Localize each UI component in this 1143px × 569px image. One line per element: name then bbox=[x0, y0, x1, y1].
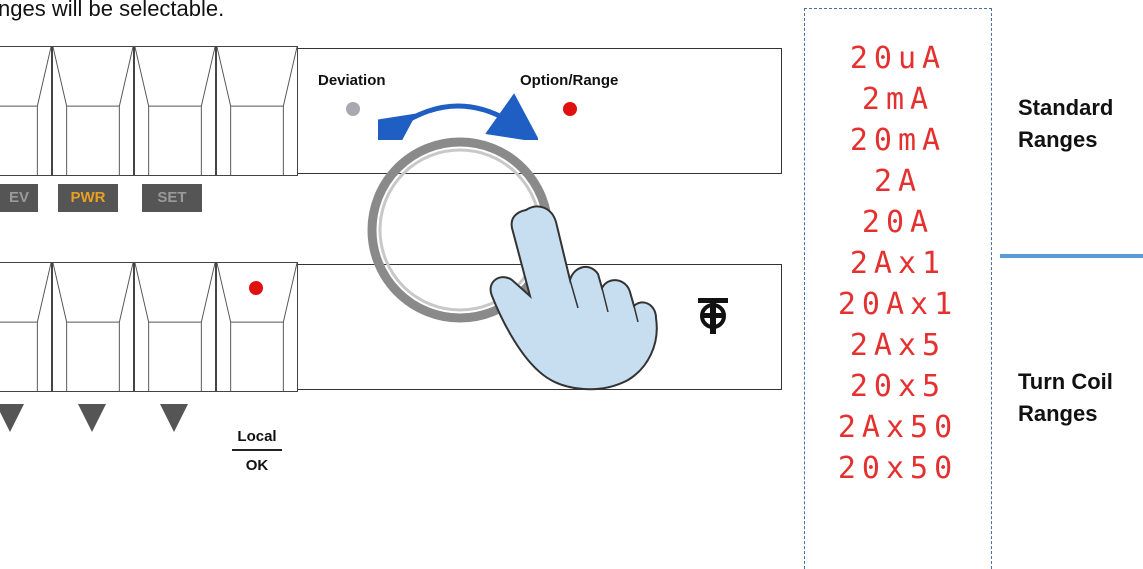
range-turn-coil-4: 20x5 bbox=[849, 369, 947, 404]
key-lower-1[interactable] bbox=[0, 262, 52, 392]
range-display-panel: 20uA 2mA 20mA 2A 20A 2Ax1 20Ax1 2Ax5 20x… bbox=[804, 8, 992, 569]
range-turn-coil-5: 2Ax50 bbox=[837, 410, 959, 445]
range-turn-coil-3: 2Ax5 bbox=[849, 328, 947, 363]
range-standard-5: 20A bbox=[861, 205, 935, 240]
deviation-indicator bbox=[346, 102, 360, 116]
lower-key-row bbox=[0, 262, 298, 392]
turn-coil-ranges-line1: Turn Coil bbox=[1018, 369, 1113, 394]
range-group-divider bbox=[1000, 254, 1143, 258]
pwr-button-label[interactable]: PWR bbox=[58, 184, 118, 212]
option-range-indicator bbox=[563, 102, 577, 116]
turn-coil-ranges-line2: Ranges bbox=[1018, 401, 1098, 426]
rotate-arrow-icon bbox=[378, 93, 538, 140]
range-standard-4: 2A bbox=[873, 164, 923, 199]
down-triangle-icon bbox=[0, 404, 24, 432]
set-button-label[interactable]: SET bbox=[142, 184, 202, 212]
logo-icon bbox=[698, 298, 728, 334]
local-indicator bbox=[249, 281, 263, 295]
standard-ranges-line1: Standard bbox=[1018, 95, 1114, 120]
instruction-text: nges will be selectable. bbox=[0, 0, 225, 21]
local-text: Local bbox=[237, 428, 277, 445]
key-lower-4[interactable] bbox=[216, 262, 298, 392]
deviation-label: Deviation bbox=[318, 72, 386, 89]
range-turn-coil-2: 20Ax1 bbox=[837, 287, 959, 322]
standard-ranges-label: Standard Ranges bbox=[1018, 92, 1113, 156]
option-range-label: Option/Range bbox=[520, 72, 619, 89]
turn-coil-ranges-label: Turn Coil Ranges bbox=[1018, 366, 1113, 430]
key-lower-2[interactable] bbox=[52, 262, 134, 392]
key-upper-1[interactable] bbox=[0, 46, 52, 176]
key-lower-3[interactable] bbox=[134, 262, 216, 392]
ok-text: OK bbox=[245, 456, 269, 474]
upper-key-row bbox=[0, 46, 298, 176]
key-upper-4[interactable] bbox=[216, 46, 298, 176]
key-upper-3[interactable] bbox=[134, 46, 216, 176]
standard-ranges-line2: Ranges bbox=[1018, 127, 1098, 152]
local-ok-label[interactable]: Local OK bbox=[232, 428, 282, 474]
hand-pointer-icon bbox=[489, 205, 658, 391]
range-turn-coil-1: 2Ax1 bbox=[849, 246, 947, 281]
range-turn-coil-6: 20x50 bbox=[837, 451, 959, 486]
range-standard-3: 20mA bbox=[849, 123, 947, 158]
down-triangle-icon bbox=[160, 404, 188, 432]
range-standard-1: 20uA bbox=[849, 41, 947, 76]
range-standard-2: 2mA bbox=[861, 82, 935, 117]
key-upper-2[interactable] bbox=[52, 46, 134, 176]
local-ok-divider bbox=[232, 449, 282, 451]
dev-button-label[interactable]: EV bbox=[0, 184, 38, 212]
down-triangle-icon bbox=[78, 404, 106, 432]
